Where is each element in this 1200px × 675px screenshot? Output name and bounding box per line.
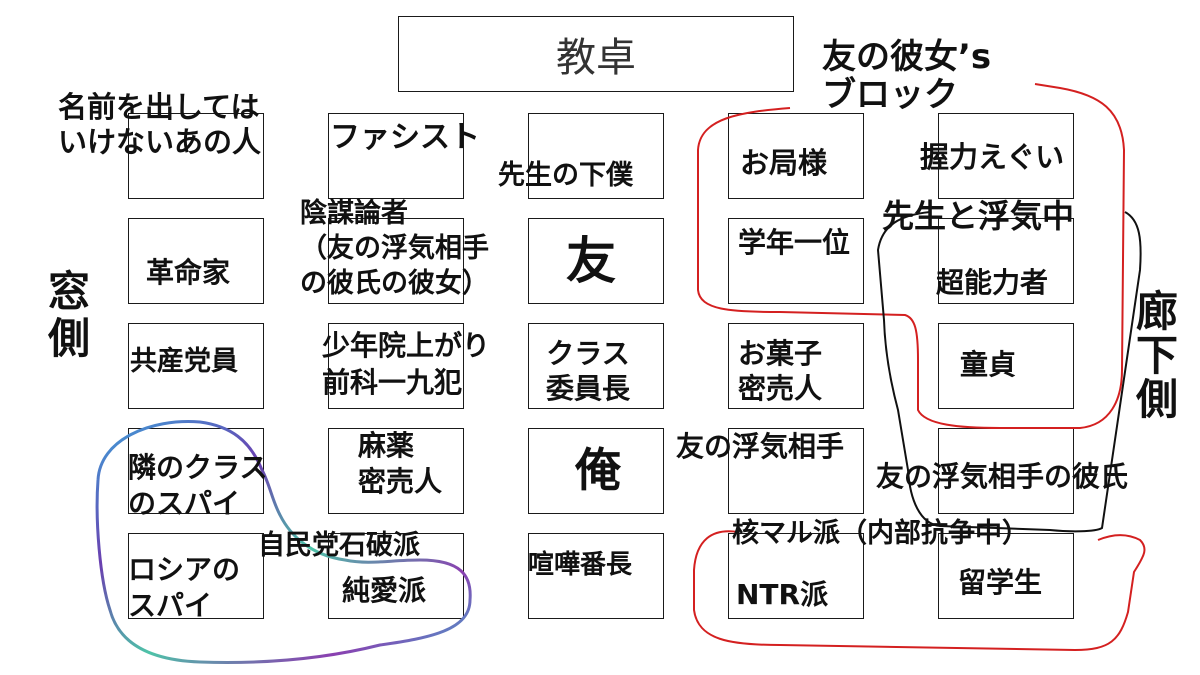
seat-label-r2c3: 友 bbox=[566, 232, 616, 290]
hallway-side-label: 廊 下 側 bbox=[1136, 287, 1179, 425]
seat-label-r3c4: お菓子 密売人 bbox=[738, 337, 823, 405]
desk-r3c1 bbox=[128, 323, 264, 409]
block-title: 友の彼女’s ブロック bbox=[822, 37, 992, 116]
seat-label-r1c2: ファシスト bbox=[330, 120, 480, 155]
seat-label-r5c2a: 自民党石破派 bbox=[258, 530, 420, 561]
desk-r4c4 bbox=[728, 428, 864, 514]
seat-label-r1c4: お局様 bbox=[740, 146, 828, 180]
teacher-podium: 教卓 bbox=[398, 16, 794, 92]
window-side-label: 窓 側 bbox=[48, 267, 91, 364]
seat-label-r4c1: 隣のクラス のスパイ bbox=[128, 451, 268, 521]
seat-label-r1c1: 名前を出しては いけないあの人 bbox=[58, 90, 262, 160]
desk-r1c1 bbox=[128, 113, 264, 199]
seat-label-r2c5b: 超能力者 bbox=[936, 266, 1049, 299]
seat-label-r4c4: 友の浮気相手 bbox=[676, 430, 845, 463]
desk-r2c1 bbox=[128, 218, 264, 304]
seat-label-r3c3: クラス 委員長 bbox=[546, 337, 631, 405]
desk-r1c3 bbox=[528, 113, 664, 199]
seat-label-r5c5: 留学生 bbox=[958, 566, 1043, 599]
seat-label-r5c1: ロシアの スパイ bbox=[128, 553, 241, 623]
seat-label-r2c1: 革命家 bbox=[146, 256, 231, 289]
desk-r2c3 bbox=[528, 218, 664, 304]
desk-r2c2 bbox=[328, 218, 464, 304]
desk-r3c2 bbox=[328, 323, 464, 409]
seat-label-r3c2: 少年院上がり 前科一九犯 bbox=[322, 329, 491, 399]
seat-label-r4c2: 麻薬 密売人 bbox=[358, 429, 443, 499]
seat-label-r5c4a: 核マル派（内部抗争中） bbox=[732, 518, 1029, 549]
seat-label-r2c4: 学年一位 bbox=[738, 226, 851, 259]
seat-label-r5c2b: 純愛派 bbox=[342, 574, 427, 607]
seat-label-r4c5: 友の浮気相手の彼氏 bbox=[876, 460, 1129, 493]
seat-label-r1c3: 先生の下僕 bbox=[498, 160, 633, 191]
desk-r3c3 bbox=[528, 323, 664, 409]
seat-label-r4c3: 俺 bbox=[575, 443, 621, 497]
seat-label-r3c5: 童貞 bbox=[960, 348, 1017, 381]
desk-r1c2 bbox=[328, 113, 464, 199]
seat-label-r5c4b: NTR派 bbox=[736, 578, 829, 611]
seat-label-r2c2: 陰謀論者 （友の浮気相手 の彼氏の彼女） bbox=[300, 198, 489, 300]
seat-label-r2c5a: 先生と浮気中 bbox=[882, 197, 1075, 235]
seat-label-r3c1: 共産党員 bbox=[130, 346, 238, 377]
seat-label-r1c5: 握力えぐい bbox=[920, 140, 1065, 174]
seat-label-r5c3: 喧嘩番長 bbox=[528, 550, 633, 580]
desk-r4c3 bbox=[528, 428, 664, 514]
desk-r5c3 bbox=[528, 533, 664, 619]
